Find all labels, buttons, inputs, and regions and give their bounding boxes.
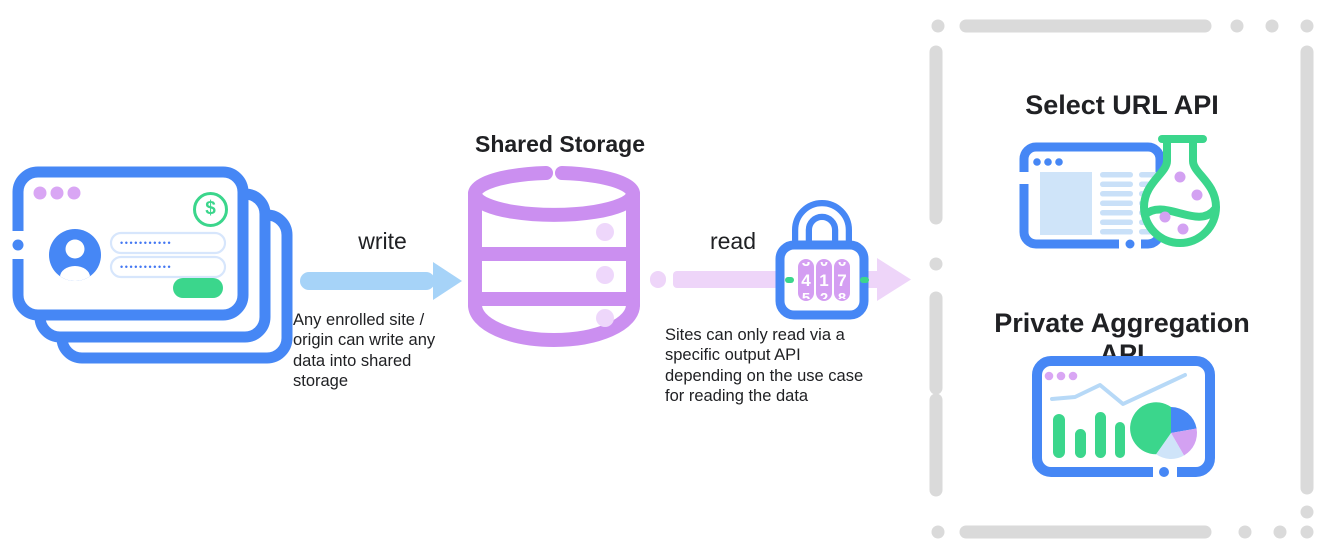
dial-1-digit: 4: [801, 270, 811, 290]
border-dot: [12, 239, 24, 251]
dial-3-next: 8: [838, 291, 846, 299]
shared-storage-title: Shared Storage: [475, 131, 645, 157]
database-row-dots: [596, 223, 614, 327]
output-api-panel-border: [929, 19, 1314, 539]
password-inputs: [109, 231, 227, 279]
password-field-1[interactable]: [109, 231, 227, 255]
write-label: write: [358, 228, 407, 254]
line-chart: [1050, 373, 1187, 406]
read-description: Sites can only read via a specific outpu…: [665, 326, 864, 406]
dial-2-next: 2: [820, 291, 828, 299]
bar-chart: [1053, 412, 1125, 458]
pie-chart: [1130, 402, 1197, 459]
read-label: read: [709, 228, 757, 254]
select-url-api-title: Select URL API: [1025, 90, 1219, 120]
password-field-2[interactable]: [109, 255, 227, 279]
submit-button[interactable]: [173, 278, 223, 298]
dial-2-prev: 0: [820, 262, 828, 270]
private-aggregation-api-icon: [1032, 356, 1215, 480]
window-dots: [33, 186, 81, 200]
select-url-api-icon: [1017, 135, 1220, 251]
dial-3-digit: 7: [837, 270, 847, 290]
user-avatar-icon: [49, 229, 101, 281]
write-arrow: [300, 262, 462, 300]
dial-1-prev: 3: [802, 262, 810, 270]
browser-dots: [1044, 371, 1078, 381]
database-icon: [468, 166, 640, 347]
password-value-1: •••••••••••: [120, 238, 173, 248]
dial-1-next: 5: [802, 291, 810, 299]
browser-dots: [1033, 158, 1063, 166]
combination-dial-3[interactable]: 6 7 8: [834, 259, 850, 301]
flask-icon: [1140, 135, 1220, 247]
combination-dial-2[interactable]: 0 1 2: [816, 259, 832, 301]
write-description: Any enrolled site / origin can write any…: [293, 311, 436, 391]
dial-tick-right: [860, 277, 869, 283]
password-value-2: •••••••••••: [120, 262, 173, 272]
dial-3-prev: 6: [838, 262, 846, 270]
browser-stack-icon: [10, 166, 293, 364]
flask-bubbles: [1159, 171, 1203, 235]
dial-2-digit: 1: [819, 270, 829, 290]
dial-tick-left: [785, 277, 794, 283]
content-block: [1040, 172, 1092, 235]
dollar-icon: $: [193, 192, 228, 227]
combination-dial-1[interactable]: 3 4 5: [798, 259, 814, 301]
